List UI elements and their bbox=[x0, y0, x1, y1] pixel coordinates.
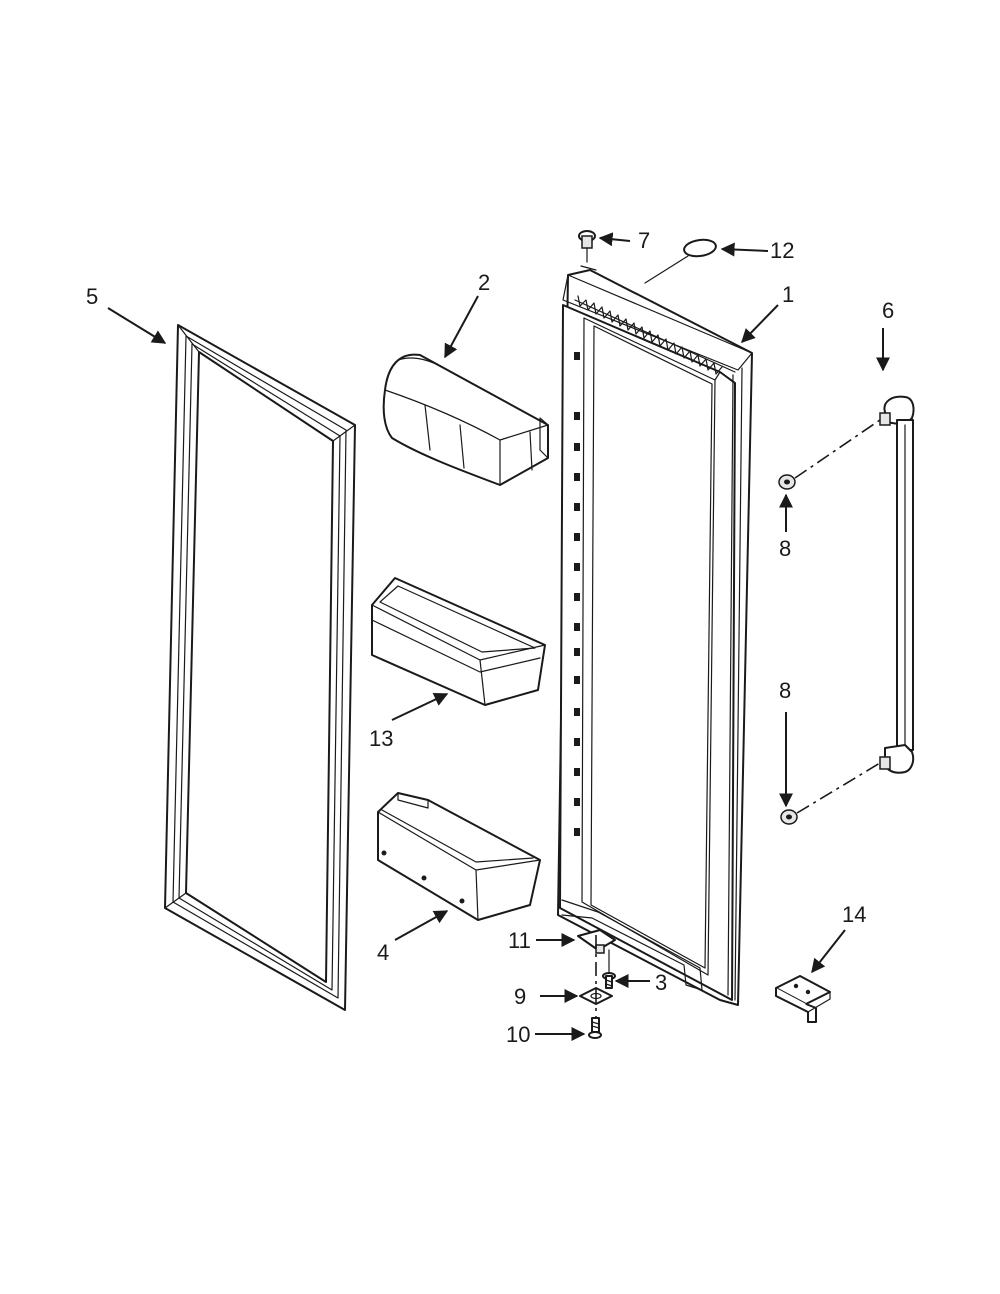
hinge-screw[interactable] bbox=[602, 972, 616, 989]
lower-door-bin[interactable] bbox=[377, 792, 541, 921]
door[interactable] bbox=[557, 269, 753, 1006]
callout-12: 12 bbox=[770, 238, 794, 263]
middle-door-bin[interactable] bbox=[371, 577, 546, 706]
bottom-hinge-screw[interactable] bbox=[588, 1017, 602, 1039]
callout-5: 5 bbox=[86, 284, 98, 309]
callout-8-upper: 8 bbox=[779, 536, 791, 561]
callout-2: 2 bbox=[478, 270, 490, 295]
callout-13: 13 bbox=[369, 726, 393, 751]
callout-14: 14 bbox=[842, 902, 866, 927]
callout-4: 4 bbox=[377, 940, 389, 965]
callout-3: 3 bbox=[655, 970, 667, 995]
callout-6: 6 bbox=[882, 298, 894, 323]
callout-7: 7 bbox=[638, 228, 650, 253]
handle-mount-axis-upper bbox=[794, 419, 881, 479]
o-ring[interactable] bbox=[644, 238, 717, 284]
handle-nut-upper[interactable] bbox=[778, 474, 796, 490]
callout-labels: 5 2 1 6 7 12 8 8 13 4 11 3 9 10 14 bbox=[86, 228, 894, 1047]
callout-8-lower: 8 bbox=[779, 678, 791, 703]
callout-11: 11 bbox=[508, 928, 531, 953]
leader-lines bbox=[107, 232, 890, 1041]
callout-9: 9 bbox=[514, 984, 526, 1009]
upper-door-bin[interactable] bbox=[382, 353, 549, 486]
door-closer-bracket[interactable] bbox=[775, 975, 831, 1023]
handle-mount-axis-lower bbox=[796, 762, 881, 814]
callout-10: 10 bbox=[506, 1022, 530, 1047]
door-handle[interactable] bbox=[879, 395, 915, 774]
door-gasket[interactable] bbox=[164, 324, 356, 1011]
handle-nut-lower[interactable] bbox=[780, 809, 798, 825]
callout-1: 1 bbox=[782, 282, 794, 307]
top-hinge-pin[interactable] bbox=[578, 230, 597, 271]
